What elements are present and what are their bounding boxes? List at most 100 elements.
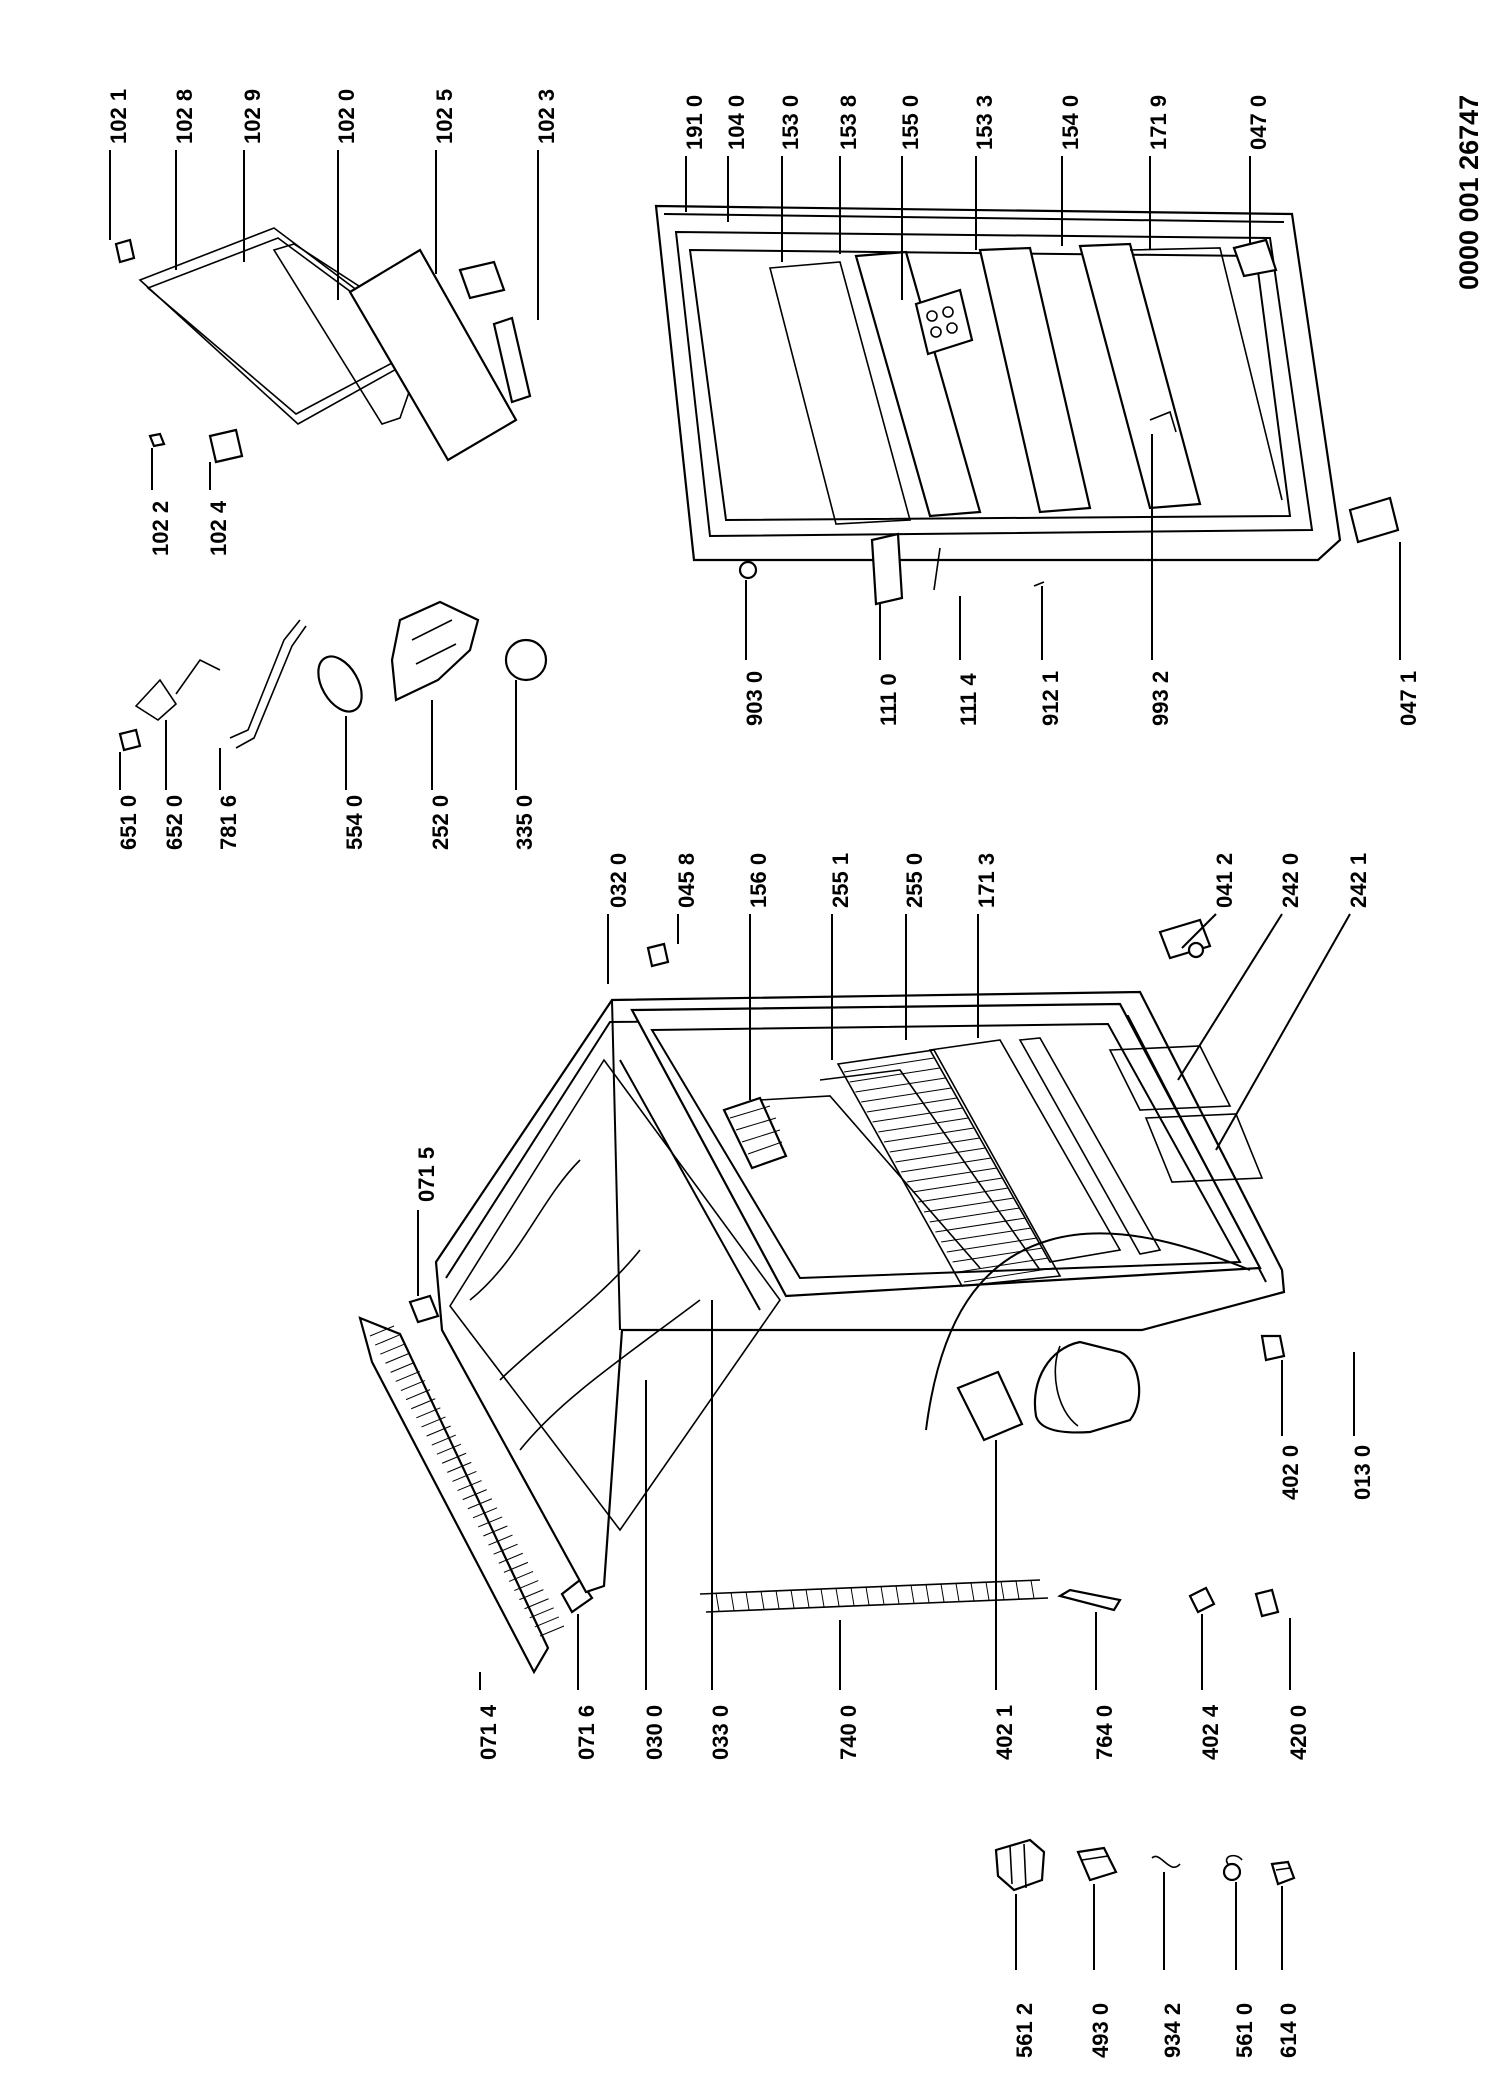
part-label: 071 4 xyxy=(476,1704,501,1760)
part-label: 903 0 xyxy=(742,671,767,726)
part-255-0-shelf xyxy=(928,1039,1122,1263)
part-903-0-cap xyxy=(738,560,758,580)
part-label: 102 5 xyxy=(432,89,457,144)
part-071-5-hinge xyxy=(408,1294,440,1324)
part-label: 614 0 xyxy=(1276,2003,1301,2058)
part-111-0-handle xyxy=(870,532,904,606)
part-label: 013 0 xyxy=(1350,1445,1375,1500)
part-155-0-egg-tray xyxy=(914,288,974,356)
part-label: 102 8 xyxy=(172,89,197,144)
part-label: 154 0 xyxy=(1058,95,1083,150)
door-assembly xyxy=(654,204,1400,606)
part-label: 255 0 xyxy=(902,853,927,908)
part-label: 242 0 xyxy=(1278,853,1303,908)
part-561-2-relay xyxy=(994,1838,1046,1892)
part-label: 993 2 xyxy=(1148,671,1173,726)
part-label: 032 0 xyxy=(606,853,631,908)
part-label: 102 1 xyxy=(106,89,131,144)
part-102-0-flap xyxy=(348,248,518,462)
part-156-0-fan-grille xyxy=(722,1096,788,1170)
part-label: 171 3 xyxy=(974,853,999,908)
part-label: 191 0 xyxy=(682,95,707,150)
part-045-8-screw xyxy=(646,942,670,968)
part-label: 335 0 xyxy=(512,795,537,850)
part-030-0-top-panel xyxy=(449,1058,781,1532)
part-242-1-crisper xyxy=(1144,1113,1264,1183)
part-label: 912 1 xyxy=(1038,671,1063,726)
part-402-0-compressor xyxy=(1033,1340,1141,1434)
leader-line xyxy=(1215,913,1351,1151)
part-label: 153 0 xyxy=(778,95,803,150)
part-label: 420 0 xyxy=(1286,1705,1311,1760)
part-label: 652 0 xyxy=(162,795,187,850)
part-label: 242 1 xyxy=(1346,853,1371,908)
part-label: 102 0 xyxy=(334,89,359,144)
part-781-6-tube xyxy=(229,619,307,749)
leader-lines xyxy=(109,150,1401,1970)
part-label: 402 0 xyxy=(1278,1445,1303,1500)
part-label: 030 0 xyxy=(642,1705,667,1760)
part-label: 047 1 xyxy=(1396,671,1421,726)
small-parts-group xyxy=(994,1838,1296,1892)
part-153-8-shelf xyxy=(854,250,982,518)
part-993-2-part xyxy=(1149,410,1177,433)
cabinet-assembly xyxy=(358,918,1286,1675)
part-912-1-screw xyxy=(1033,581,1045,587)
part-label: 045 8 xyxy=(674,853,699,908)
part-402-1-relay-box xyxy=(956,1370,1024,1442)
part-label: 764 0 xyxy=(1092,1705,1117,1760)
part-label: 740 0 xyxy=(836,1705,861,1760)
part-label: 104 0 xyxy=(724,95,749,150)
part-934-2-wire xyxy=(1151,1855,1181,1868)
part-label: 934 2 xyxy=(1160,2003,1185,2058)
part-191-0-gasket xyxy=(663,213,1285,223)
part-label: 402 1 xyxy=(992,1705,1017,1760)
freezer-parts xyxy=(114,227,532,464)
part-071-4-lid xyxy=(358,1316,565,1675)
part-047-0-foot xyxy=(1232,238,1278,278)
part-label: 493 0 xyxy=(1088,2003,1113,2058)
part-label: 561 0 xyxy=(1232,2003,1257,2058)
part-label: 402 4 xyxy=(1198,1704,1223,1760)
part-402-4-clip xyxy=(1188,1586,1216,1614)
part-420-0-thermostat xyxy=(1254,1588,1280,1618)
part-label: 071 5 xyxy=(414,1147,439,1202)
part-labels: 561 2 493 0 934 2 561 0 614 0 071 4 071 6 030 0… xyxy=(106,89,1421,2058)
part-102-3-part xyxy=(492,316,532,404)
part-label: 781 6 xyxy=(216,795,241,850)
electrical-parts xyxy=(118,600,548,752)
part-561-0-overload xyxy=(1222,1854,1243,1882)
part-label: 047 0 xyxy=(1246,95,1271,150)
part-label: 111 4 xyxy=(956,673,981,726)
part-label: 041 2 xyxy=(1212,853,1237,908)
part-label: 153 8 xyxy=(836,95,861,150)
part-label: 033 0 xyxy=(708,1705,733,1760)
part-label: 252 0 xyxy=(428,795,453,850)
part-label: 156 0 xyxy=(746,853,771,908)
part-047-1-foot xyxy=(1348,496,1400,544)
part-label: 561 2 xyxy=(1012,2003,1037,2058)
part-label: 071 6 xyxy=(574,1705,599,1760)
part-111-4-strip xyxy=(933,547,941,591)
part-102-1-knob xyxy=(114,238,136,264)
part-032-0-liner xyxy=(630,1002,1262,1298)
part-102-4-part xyxy=(208,428,244,464)
part-740-0-condenser xyxy=(699,1579,1049,1613)
part-label: 171 9 xyxy=(1146,95,1171,150)
document-number: 0000 001 26747 xyxy=(1454,95,1484,290)
part-764-0-tube xyxy=(1057,1588,1122,1612)
part-614-0-clip xyxy=(1270,1860,1296,1886)
leader-line xyxy=(1177,913,1283,1081)
part-242-0-crisper xyxy=(1108,1045,1232,1111)
part-label: 102 2 xyxy=(148,501,173,556)
part-label: 111 0 xyxy=(876,673,901,726)
part-013-0-foot xyxy=(1260,1334,1286,1362)
part-102-5-part xyxy=(458,260,506,300)
part-252-0-fan-motor xyxy=(390,600,480,702)
part-335-0-cap xyxy=(504,638,548,682)
part-171-3-bar xyxy=(1018,1037,1162,1255)
part-255-1-glass-shelf xyxy=(836,1049,1062,1287)
leader-line xyxy=(1181,913,1217,949)
part-554-0-ring xyxy=(317,655,363,713)
